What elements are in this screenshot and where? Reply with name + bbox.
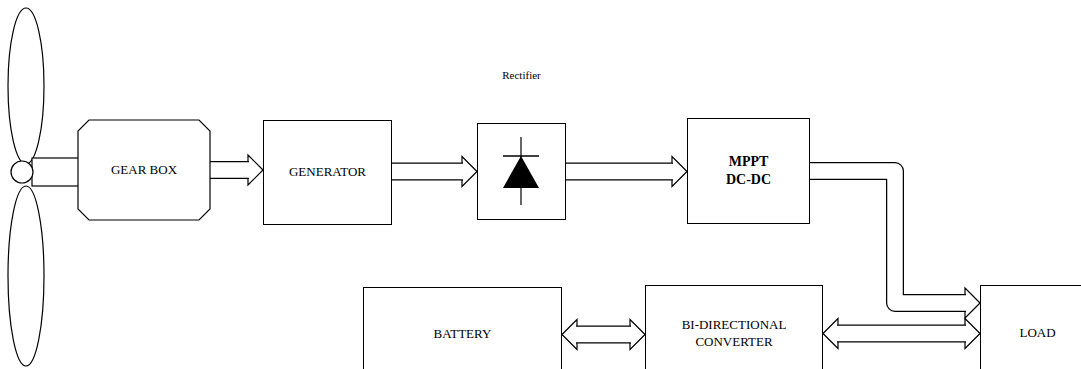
arrow-shaft-outline — [810, 171, 966, 303]
node-content: BATTERY — [364, 288, 561, 369]
bidirectional-converter-box: BI-DIRECTIONAL CONVERTER — [645, 285, 823, 369]
arrow-head — [462, 157, 477, 187]
arrow-shaft-outline — [566, 163, 673, 181]
arrow-shaft-fill — [837, 326, 966, 342]
power-flow-arrow — [392, 157, 477, 187]
arrow-head — [965, 288, 980, 318]
arrow-head — [672, 157, 687, 187]
arrow-shaft-fill — [392, 164, 463, 180]
arrow-shaft-fill — [210, 162, 249, 178]
block-label: GEAR BOX — [111, 162, 177, 179]
power-flow-arrow — [810, 171, 980, 318]
node-content: GENERATOR — [264, 121, 391, 224]
power-flow-arrow — [566, 157, 687, 187]
power-flow-arrow — [210, 155, 263, 185]
turbine-shaft — [32, 158, 79, 186]
arrow-shaft-outline — [837, 325, 966, 343]
arrow-shaft-fill — [576, 327, 631, 343]
turbine-hub — [11, 161, 33, 183]
block-label: BI-DIRECTIONAL CONVERTER — [659, 317, 809, 351]
arrow-shaft-outline — [576, 326, 631, 344]
arrow-head — [823, 319, 838, 349]
turbine-blade — [8, 186, 44, 366]
arrow-shaft-fill — [566, 164, 673, 180]
power-flow-arrow — [562, 320, 645, 350]
generator-box: GENERATOR — [263, 120, 392, 225]
battery-box: BATTERY — [363, 287, 562, 369]
power-flow-arrow — [823, 319, 980, 349]
mppt-converter-box: MPPT DC-DC — [687, 118, 810, 224]
arrow-shaft-outline — [392, 163, 463, 181]
turbine-blade — [8, 8, 44, 164]
arrow-head — [562, 320, 577, 350]
gearbox-box: GEAR BOX — [78, 120, 210, 220]
node-content: LOAD — [981, 286, 1081, 369]
block-label: BATTERY — [434, 326, 492, 343]
rectifier-box: Rectifier — [477, 123, 566, 220]
arrow-shaft-fill — [810, 171, 966, 303]
arrow-shaft-outline — [210, 161, 249, 179]
block-label: LOAD — [1019, 325, 1055, 342]
block-label: MPPT DC-DC — [718, 153, 780, 189]
load-box: LOAD — [980, 285, 1081, 369]
node-content: GEAR BOX — [78, 120, 210, 220]
arrow-head — [248, 155, 263, 185]
arrow-head — [965, 319, 980, 349]
node-content: Rectifier — [478, 124, 565, 219]
arrow-head — [630, 320, 645, 350]
diode-symbol — [503, 137, 539, 205]
block-label: GENERATOR — [289, 164, 366, 181]
component-heading: Rectifier — [502, 68, 540, 82]
node-content: BI-DIRECTIONAL CONVERTER — [646, 286, 822, 369]
node-content: MPPT DC-DC — [688, 119, 809, 223]
